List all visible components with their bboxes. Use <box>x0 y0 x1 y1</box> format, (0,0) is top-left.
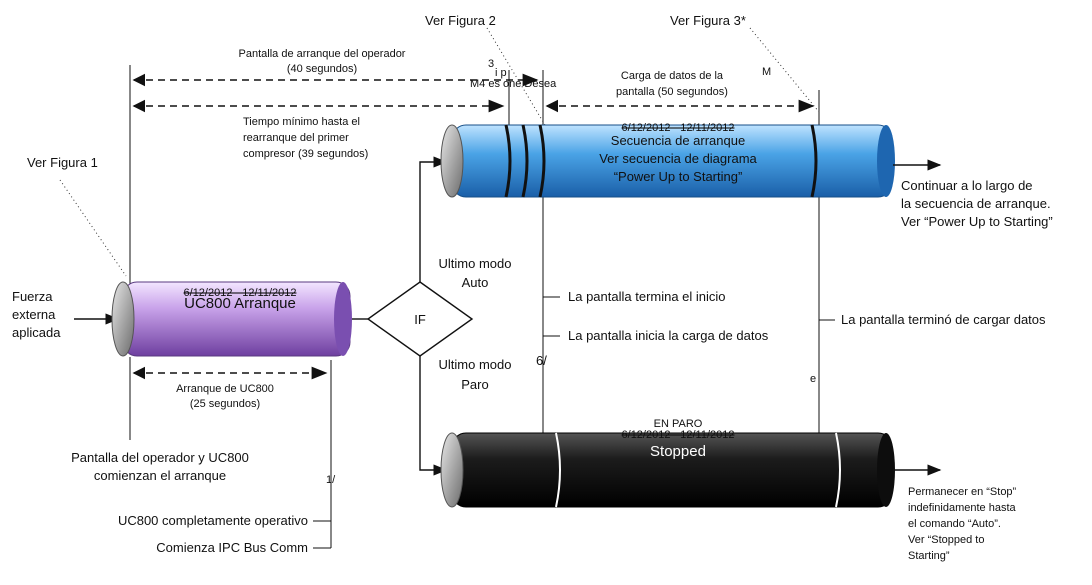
artifact-6: e <box>810 373 816 385</box>
remain-5: Starting” <box>908 550 950 562</box>
uc800-label: UC800 Arranque <box>184 295 296 312</box>
stop-label-2: Paro <box>461 377 488 392</box>
continue-2: la secuencia de arranque. <box>901 196 1051 211</box>
artifact-7: 1/ <box>326 474 336 486</box>
ref-figure-3: Ver Figura 3* <box>670 13 746 28</box>
label-data-load-1: Carga de datos de la <box>621 70 724 82</box>
black-header: EN PARO <box>654 418 703 430</box>
label-uc800-boot-time: (25 segundos) <box>190 398 260 410</box>
ref-figure-2: Ver Figura 2 <box>425 13 496 28</box>
black-date: 6/12/2012 - 12/11/2012 <box>622 429 735 441</box>
continue-3: Ver “Power Up to Starting” <box>901 214 1053 229</box>
remain-3: el comando “Auto”. <box>908 518 1001 530</box>
label-operator-boot-time: (40 segundos) <box>287 63 357 75</box>
label-start-1: Pantalla del operador y UC800 <box>71 450 249 465</box>
label-operational: UC800 completamente operativo <box>118 513 308 528</box>
label-start-2: comienzan el arranque <box>94 468 226 483</box>
artifact-5: 6/ <box>536 353 547 368</box>
event-screen-loaded: La pantalla terminó de cargar datos <box>841 312 1046 327</box>
blue-line-3: “Power Up to Starting” <box>614 169 743 184</box>
label-force-3: aplicada <box>12 325 61 340</box>
black-label: Stopped <box>650 443 706 460</box>
remain-1: Permanecer en “Stop” <box>908 486 1017 498</box>
blue-line-1: Secuencia de arranque <box>611 133 745 148</box>
blue-line-2: Ver secuencia de diagrama <box>599 151 757 166</box>
label-force-2: externa <box>12 307 56 322</box>
branch-stop <box>419 356 448 476</box>
event-screen-loads: La pantalla inicia la carga de datos <box>568 328 769 343</box>
branch-auto <box>419 156 448 282</box>
remain-2: indefinidamente hasta <box>908 502 1017 514</box>
stopped-cylinder <box>440 432 895 508</box>
label-min-restart-2: rearranque del primer <box>243 132 349 144</box>
startup-sequence-cylinder <box>440 124 895 198</box>
ref-figure-1: Ver Figura 1 <box>27 155 98 170</box>
if-label: IF <box>414 312 426 327</box>
stop-label-1: Ultimo modo <box>439 357 512 372</box>
artifact-1: 3 <box>488 58 494 70</box>
label-uc800-boot: Arranque de UC800 <box>176 383 274 395</box>
artifact-3: M4 es one Desea <box>470 78 557 90</box>
uc800-cylinder <box>111 281 352 357</box>
label-min-restart-3: compresor (39 segundos) <box>243 148 368 160</box>
artifact-4: M <box>762 66 771 78</box>
continue-1: Continuar a lo largo de <box>901 178 1033 193</box>
blue-date: 6/12/2012 - 12/11/2012 <box>622 122 735 134</box>
artifact-2: i p <box>495 67 507 79</box>
auto-label-1: Ultimo modo <box>439 256 512 271</box>
leader-fig1 <box>59 179 127 277</box>
label-ipc: Comienza IPC Bus Comm <box>156 540 308 555</box>
auto-label-2: Auto <box>462 275 489 290</box>
uc800-date: 6/12/2012 - 12/11/2012 <box>184 287 297 299</box>
label-data-load-2: pantalla (50 segundos) <box>616 86 728 98</box>
leader-fig3 <box>749 27 820 113</box>
label-min-restart-1: Tiempo mínimo hasta el <box>243 116 360 128</box>
event-screen-ends: La pantalla termina el inicio <box>568 289 726 304</box>
remain-4: Ver “Stopped to <box>908 534 984 546</box>
label-operator-boot: Pantalla de arranque del operador <box>239 48 406 60</box>
label-force-1: Fuerza <box>12 289 53 304</box>
